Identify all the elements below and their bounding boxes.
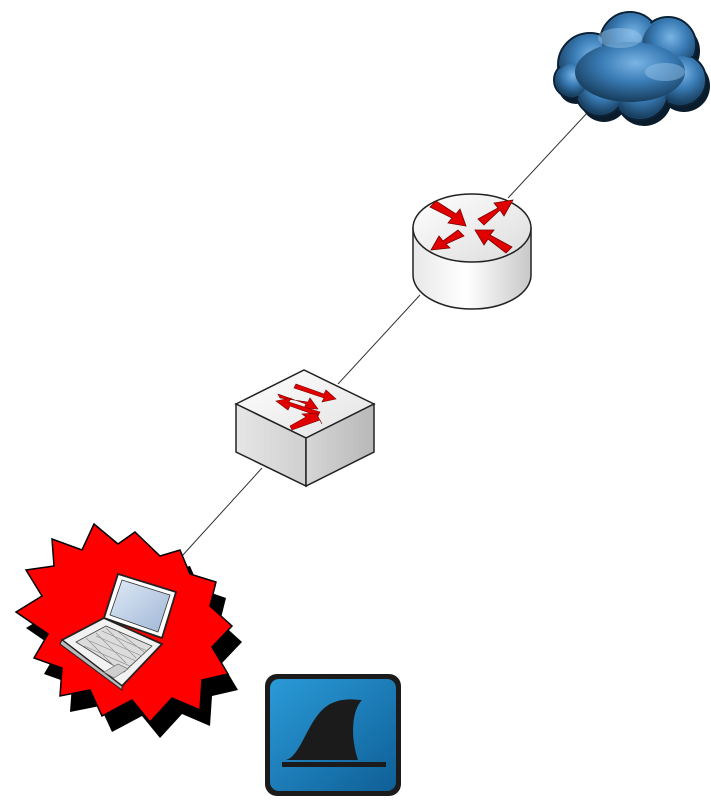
router-icon: [412, 193, 532, 310]
cloud-icon: [553, 11, 710, 126]
laptop-icon: [59, 572, 178, 691]
links: [181, 111, 589, 557]
link-switch-laptop: [181, 467, 263, 557]
link-router-switch: [337, 294, 421, 385]
switch-icon: [234, 369, 376, 488]
wireshark-fin-icon: [265, 674, 401, 796]
link-internet-router: [507, 111, 589, 199]
laptop-alert: [14, 522, 242, 738]
